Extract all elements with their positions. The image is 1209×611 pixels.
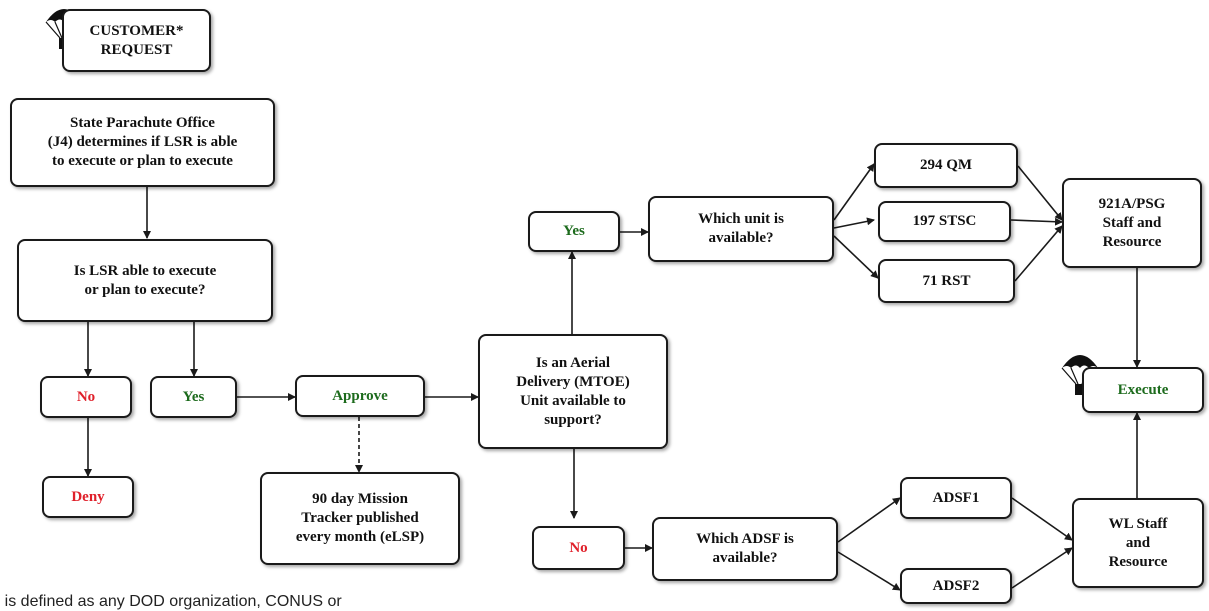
state-parachute-office-box: State Parachute Office (J4) determines i… [10,98,275,187]
which-adsf-label: Which ADSF is available? [696,531,794,566]
adsf2-box: ADSF2 [900,568,1012,604]
unit-71-rst-label: 71 RST [922,272,971,289]
mission-tracker-box: 90 day Mission Tracker published every m… [260,472,460,565]
adsf2-label: ADSF2 [932,577,980,594]
unit-71-rst-box: 71 RST [878,259,1015,303]
which-unit-box: Which unit is available? [648,196,834,262]
which-unit-label: Which unit is available? [698,211,784,246]
aerial-delivery-question-label: Is an Aerial Delivery (MTOE) Unit availa… [516,354,630,428]
lsr-question-box: Is LSR able to execute or plan to execut… [17,239,273,322]
unit-294-qm-label: 294 QM [919,157,973,173]
lsr-question-label: Is LSR able to execute or plan to execut… [73,262,217,298]
unit-197-stsc-label: 197 STSC [912,213,977,229]
no-box-left: No [40,376,132,418]
yes-box-right: Yes [528,211,620,252]
aerial-delivery-question-box: Is an Aerial Delivery (MTOE) Unit availa… [478,334,668,449]
yes-label: Yes [182,388,205,405]
execute-label: Execute [1117,381,1169,398]
deny-label: Deny [71,488,105,505]
approve-box: Approve [295,375,425,417]
mission-tracker-label: 90 day Mission Tracker published every m… [295,491,425,545]
unit-197-stsc-box: 197 STSC [878,201,1011,242]
approve-label: Approve [332,387,388,404]
adsf1-box: ADSF1 [900,477,1012,519]
state-parachute-office-label: State Parachute Office (J4) determines i… [47,115,238,169]
customer-request-label: CUSTOMER* REQUEST [89,22,184,58]
unit-294-qm-box: 294 QM [874,143,1018,188]
psg-staff-resource-box: 921A/PSG Staff and Resource [1062,178,1202,268]
yes-box-left: Yes [150,376,237,418]
deny-box: Deny [42,476,134,518]
no-box-right: No [532,526,625,570]
no-label: No [76,388,96,405]
no-label: No [569,539,588,556]
yes-label: Yes [563,223,585,239]
footnote-text: er is defined as any DOD organization, C… [0,593,342,610]
which-adsf-box: Which ADSF is available? [652,517,838,581]
wl-staff-resource-label: WL Staff and Resource [1108,515,1168,570]
psg-staff-resource-label: 921A/PSG Staff and Resource [1098,195,1166,250]
wl-staff-resource-box: WL Staff and Resource [1072,498,1204,588]
execute-box: Execute [1082,367,1204,413]
customer-request-box: CUSTOMER* REQUEST [62,9,211,72]
adsf1-label: ADSF1 [932,489,980,506]
